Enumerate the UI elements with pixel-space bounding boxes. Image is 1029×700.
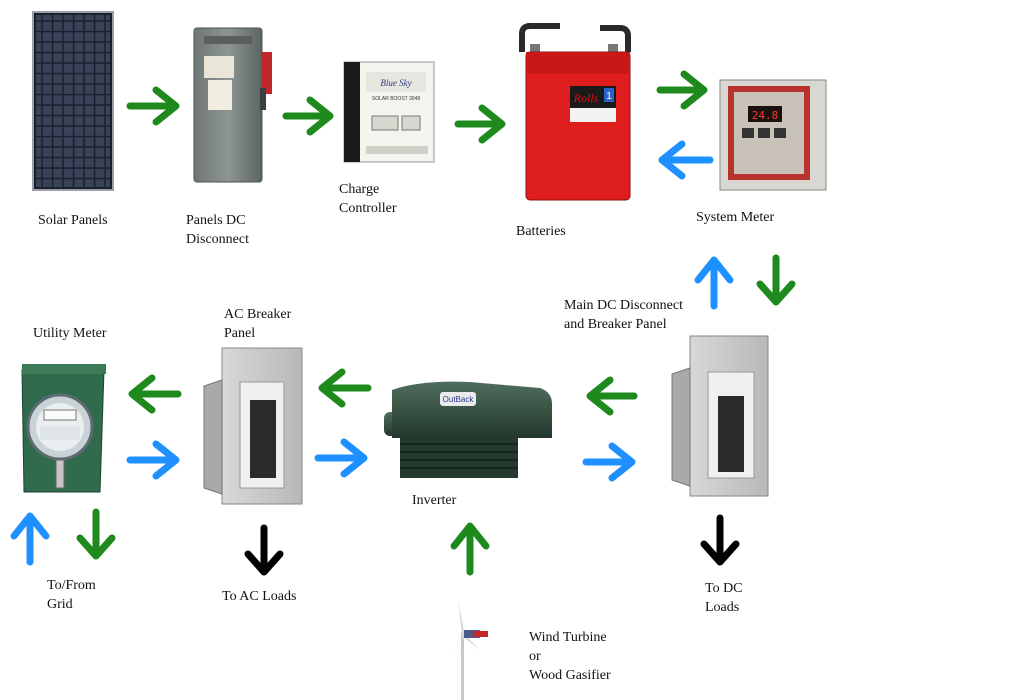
arrow-up-to-meter: [694, 256, 734, 310]
arrow-panels-to-disconnect: [126, 86, 180, 126]
label-batteries: Batteries: [516, 224, 566, 239]
arrow-down-from-meter: [756, 254, 796, 306]
arrow-batteries-to-meter: [656, 70, 708, 110]
utility-meter-image: [21, 364, 106, 493]
arrow-meter-to-batteries: [658, 140, 714, 180]
arrow-to-ac-loads: [244, 524, 284, 576]
arrow-dc-panel-to-inverter: [586, 376, 638, 416]
inverter-brand-text: OutBack: [443, 395, 475, 404]
label-solar-panels: Solar Panels: [38, 213, 108, 228]
label-wind-turbine: Wind Turbine or Wood Gasifier: [529, 630, 611, 683]
label-charge-controller: Charge Controller: [339, 182, 397, 216]
arrow-inverter-to-ac-panel: [318, 368, 372, 408]
controller-brand-text: Blue Sky: [380, 78, 411, 88]
label-utility-meter: Utility Meter: [33, 326, 107, 341]
arrow-disconnect-to-controller: [282, 96, 334, 136]
label-ac-breaker-panel: AC Breaker Panel: [224, 307, 292, 341]
arrow-grid-down: [76, 508, 116, 560]
meter-display-text: 24.8: [752, 109, 779, 122]
arrow-utility-to-ac-panel: [126, 440, 180, 480]
battery-image: Rolls 1: [519, 23, 631, 201]
battery-brand-text: Rolls: [573, 91, 599, 105]
charge-controller-image: Blue Sky SOLAR BOOST 3048: [343, 61, 435, 163]
arrow-ac-panel-to-inverter: [314, 438, 368, 478]
arrow-grid-up: [10, 512, 50, 566]
arrow-controller-to-batteries: [454, 104, 506, 144]
arrow-to-dc-loads: [700, 514, 740, 566]
label-to-from-grid: To/From Grid: [47, 578, 96, 612]
ac-breaker-panel-image: [203, 347, 303, 505]
inverter-image: OutBack: [384, 381, 552, 478]
battery-badge-text: 1: [606, 91, 612, 102]
label-to-dc-loads: To DC Loads: [705, 581, 743, 615]
system-meter-image: 24.8: [719, 79, 827, 191]
main-dc-breaker-panel-image: [671, 335, 769, 497]
solar-panel-image: [32, 11, 114, 191]
dc-disconnect-image: [193, 27, 272, 183]
arrow-turbine-to-inverter: [450, 522, 490, 576]
arrow-inverter-to-dc-panel: [582, 442, 636, 482]
arrow-ac-panel-to-utility: [128, 374, 182, 414]
label-inverter: Inverter: [412, 493, 457, 508]
label-main-dc-disconnect: Main DC Disconnect and Breaker Panel: [564, 298, 683, 332]
controller-model-text: SOLAR BOOST 3048: [372, 96, 420, 102]
wind-turbine-image: [452, 600, 488, 700]
label-to-ac-loads: To AC Loads: [222, 589, 297, 604]
label-system-meter: System Meter: [696, 210, 775, 225]
label-panels-dc-disconnect: Panels DC Disconnect: [186, 213, 249, 247]
